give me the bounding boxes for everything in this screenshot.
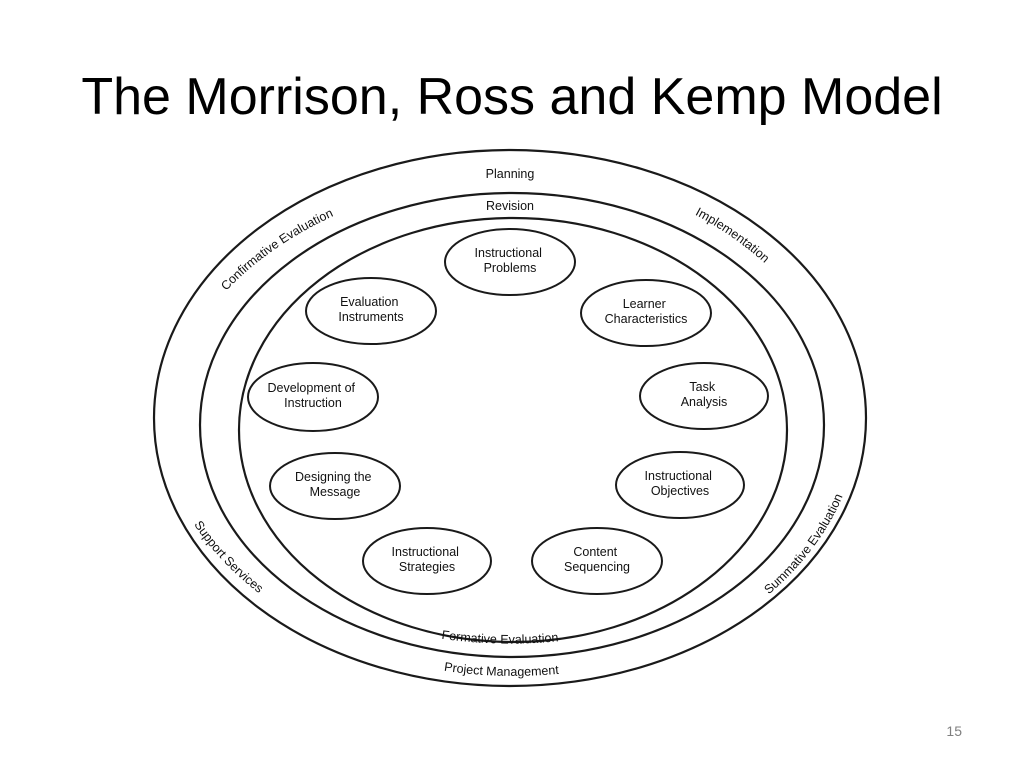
node-label-line: Characteristics <box>605 312 688 326</box>
node-designing-the-message: Designing the Message <box>269 452 401 520</box>
node-shape <box>615 451 745 519</box>
ring-label-formative: Formative Evaluation <box>441 628 559 647</box>
node-label-line: Instruction <box>284 396 342 410</box>
node-shape <box>362 527 492 595</box>
node-shape <box>247 362 379 432</box>
node-label: Designing the Message <box>295 470 375 499</box>
node-label-line: Sequencing <box>564 560 630 574</box>
node-shape <box>444 228 576 296</box>
node-shape <box>269 452 401 520</box>
outer-ring <box>152 148 868 688</box>
node-shape <box>580 279 712 347</box>
node-label-line: Designing the <box>295 470 371 484</box>
node-label-line: Development of <box>267 381 355 395</box>
node-development-of-instruction: Development of Instruction <box>247 362 379 432</box>
node-label-line: Content <box>573 545 617 559</box>
node-label: Development of Instruction <box>267 381 358 410</box>
node-content-sequencing: Content Sequencing <box>531 527 663 595</box>
node-label: Instructional Problems <box>475 246 546 275</box>
ring-label-implementation: Implementation <box>693 205 772 266</box>
node-label-line: Analysis <box>681 395 728 409</box>
node-shape <box>531 527 663 595</box>
node-label-line: Instructional <box>392 545 459 559</box>
node-label-line: Problems <box>484 261 537 275</box>
ring-label-planning: Planning <box>486 167 535 181</box>
node-label-line: Message <box>310 485 361 499</box>
node-label-line: Instruments <box>338 310 403 324</box>
node-instructional-objectives: Instructional Objectives <box>615 451 745 519</box>
ring-label-project: Project Management <box>443 660 559 679</box>
confirmative-evaluation-label: Confirmative Evaluation <box>218 206 335 293</box>
node-label: Evaluation Instruments <box>338 295 403 324</box>
node-label-line: Instructional <box>475 246 542 260</box>
node-shape <box>305 277 437 345</box>
node-label-line: Task <box>689 380 715 394</box>
project-management-label: Project Management <box>443 660 559 679</box>
node-label-line: Strategies <box>399 560 455 574</box>
middle-ring <box>198 191 826 659</box>
node-label-line: Learner <box>623 297 666 311</box>
node-evaluation-instruments: Evaluation Instruments <box>305 277 437 345</box>
formative-evaluation-label: Formative Evaluation <box>441 628 559 647</box>
implementation-label: Implementation <box>693 205 772 266</box>
node-label-line: Evaluation <box>340 295 398 309</box>
node-label: Instructional Strategies <box>392 545 463 574</box>
node-learner-characteristics: Learner Characteristics <box>580 279 712 347</box>
node-label-line: Objectives <box>651 484 709 498</box>
node-instructional-strategies: Instructional Strategies <box>362 527 492 595</box>
node-label: Task Analysis <box>681 380 728 409</box>
inner-ring <box>237 216 789 644</box>
node-task-analysis: Task Analysis <box>639 362 769 430</box>
node-instructional-problems: Instructional Problems <box>444 228 576 296</box>
node-label: Content Sequencing <box>564 545 630 574</box>
node-shape <box>639 362 769 430</box>
ring-label-revision: Revision <box>486 199 534 213</box>
node-label: Learner Characteristics <box>605 297 688 326</box>
slide-title: The Morrison, Ross and Kemp Model <box>81 68 943 126</box>
node-label-line: Instructional <box>645 469 712 483</box>
page-number: 15 <box>946 723 962 739</box>
ring-label-confirmative: Confirmative Evaluation <box>218 206 335 293</box>
node-label: Instructional Objectives <box>645 469 716 498</box>
